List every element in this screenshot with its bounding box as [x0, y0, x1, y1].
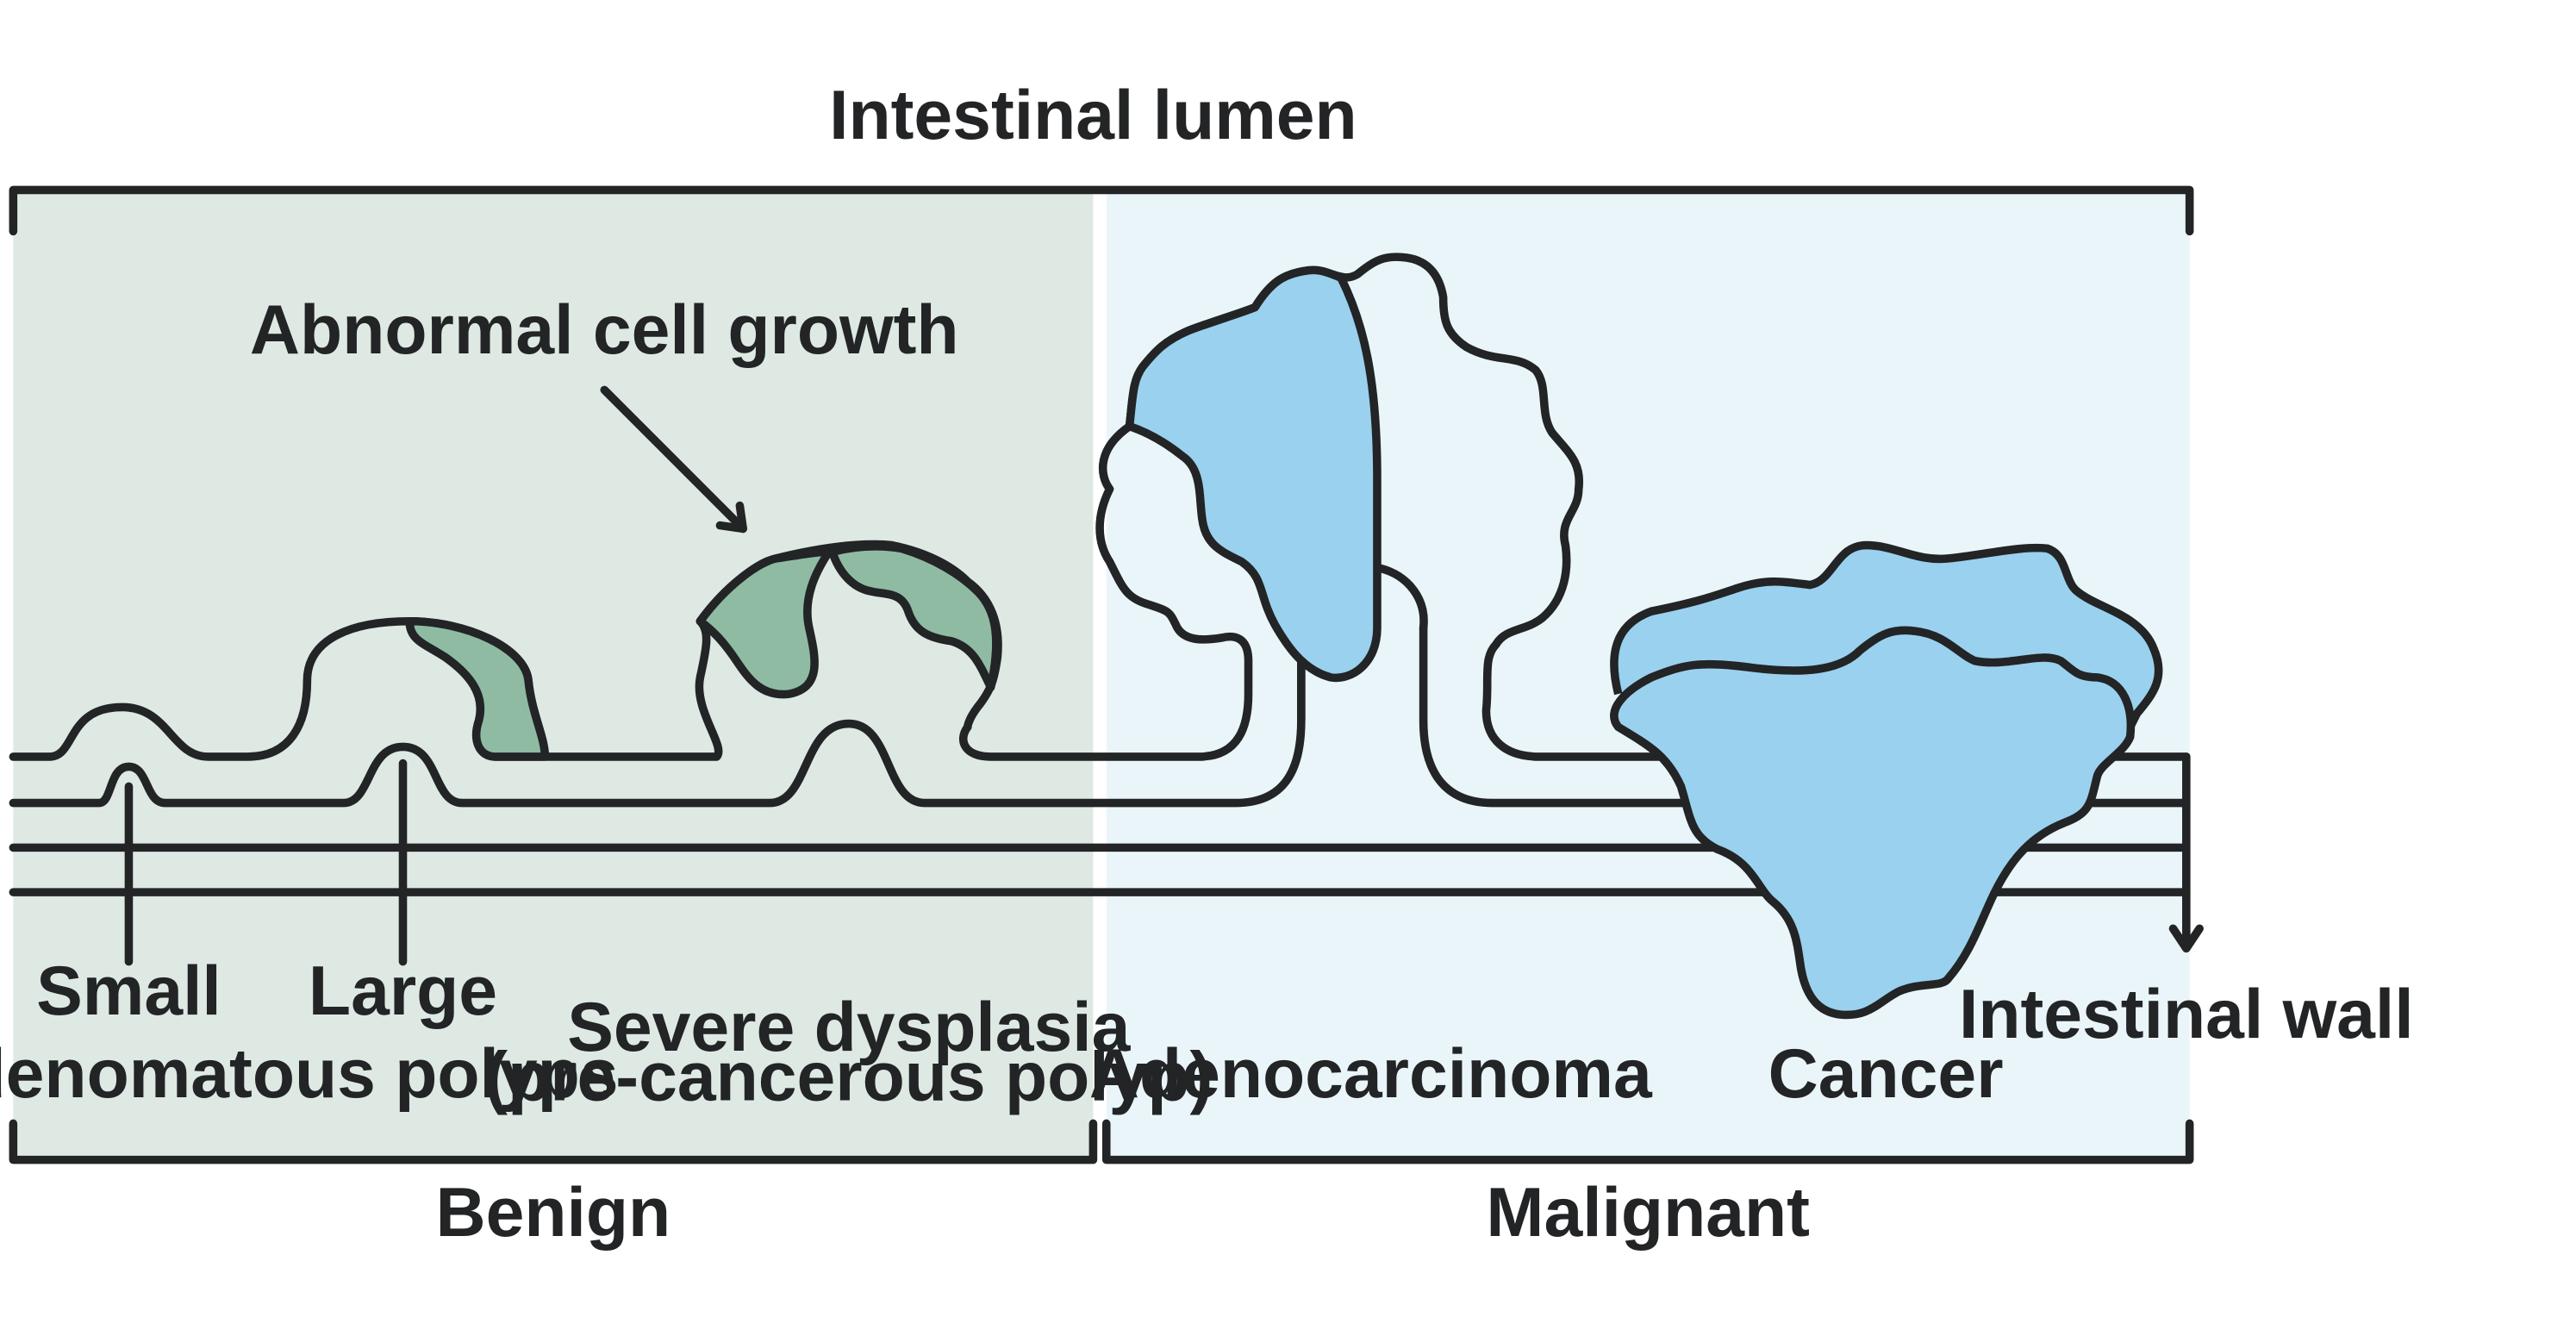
dysplasia-patch-left: [695, 547, 833, 699]
large-label: Large: [309, 952, 497, 1030]
cancer-mass-lower: [1610, 626, 2136, 1020]
pre-cancerous-label: (pre-cancerous polyp): [484, 1039, 1213, 1116]
abnormal-growth-arrow-shaft: [600, 385, 748, 534]
intestinal-wall-label: Intestinal wall: [1959, 976, 2414, 1053]
lumen-bracket: [9, 185, 2194, 236]
abnormal-growth-arrow-head: [715, 501, 748, 534]
malignant-bracket: [1101, 1119, 2194, 1164]
wall-arrow-head: [2168, 924, 2204, 953]
adenocarcinoma-mass: [1125, 265, 1382, 683]
intestinal-lumen-label: Intestinal lumen: [829, 77, 1357, 154]
benign-bracket: [9, 1119, 1098, 1164]
dysplasia-patch-right: [827, 542, 1001, 692]
large-polyp-abnormal-patch: [405, 616, 550, 761]
malignant-label: Malignant: [1486, 1174, 1810, 1252]
severe-dysplasia-label: Severe dysplasia: [567, 989, 1131, 1066]
cancer-label: Cancer: [1768, 1035, 2004, 1113]
small-label: Small: [36, 952, 221, 1030]
adenomatous-polyps-label: Adenomatous polyps: [0, 1035, 619, 1113]
abnormal-growth-label: Abnormal cell growth: [250, 291, 959, 369]
benign-panel: [13, 190, 1094, 1160]
benign-label: Benign: [436, 1174, 671, 1252]
adenocarcinoma-label: Adenocarcinoma: [1089, 1035, 1653, 1113]
wall-layer-2: [9, 607, 2191, 808]
